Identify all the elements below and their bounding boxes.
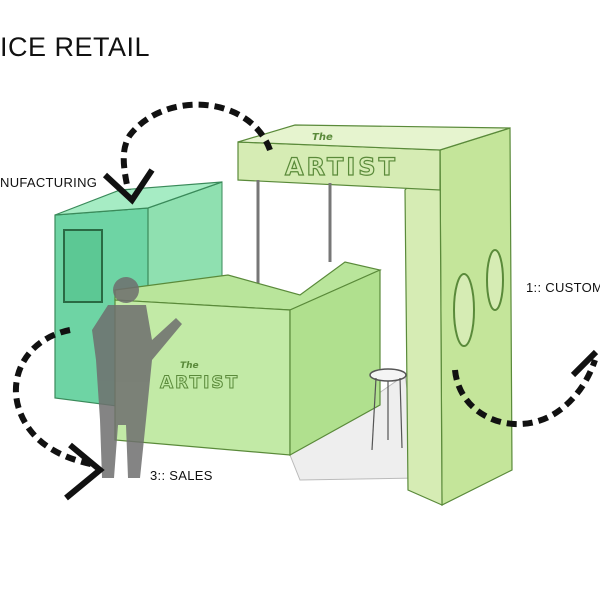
step-label-customization: 1:: CUSTOM xyxy=(526,280,600,295)
workshop-window xyxy=(63,229,103,303)
flow-arrow-right xyxy=(452,359,598,428)
header-beam-top xyxy=(237,124,511,151)
flow-arrow-top xyxy=(120,101,273,191)
porthole-2 xyxy=(486,249,504,311)
stool-leg xyxy=(371,377,377,451)
step-label-sales: 3:: SALES xyxy=(150,468,213,483)
frame-side-face xyxy=(439,127,513,506)
frame-front-face xyxy=(404,148,443,506)
step-label-manufacturing: NUFACTURING xyxy=(0,175,98,190)
counter-sign-text: ARTIST xyxy=(160,373,239,393)
arrow-head-sales xyxy=(64,442,105,501)
header-sign-text: ARTIST xyxy=(285,153,398,181)
page-title: ICE RETAIL xyxy=(0,32,151,62)
flow-arrow-left xyxy=(12,327,96,468)
porthole-1 xyxy=(453,273,475,347)
counter-front-short xyxy=(289,269,381,457)
arrow-head-manufacturing xyxy=(102,168,155,205)
header-sign-prefix: The xyxy=(312,132,333,143)
stool-leg xyxy=(399,377,403,449)
person-silhouette xyxy=(92,277,182,478)
workshop-top xyxy=(54,181,223,216)
counter-sign-prefix: The xyxy=(180,361,199,371)
arrow-head-customization xyxy=(570,349,599,378)
